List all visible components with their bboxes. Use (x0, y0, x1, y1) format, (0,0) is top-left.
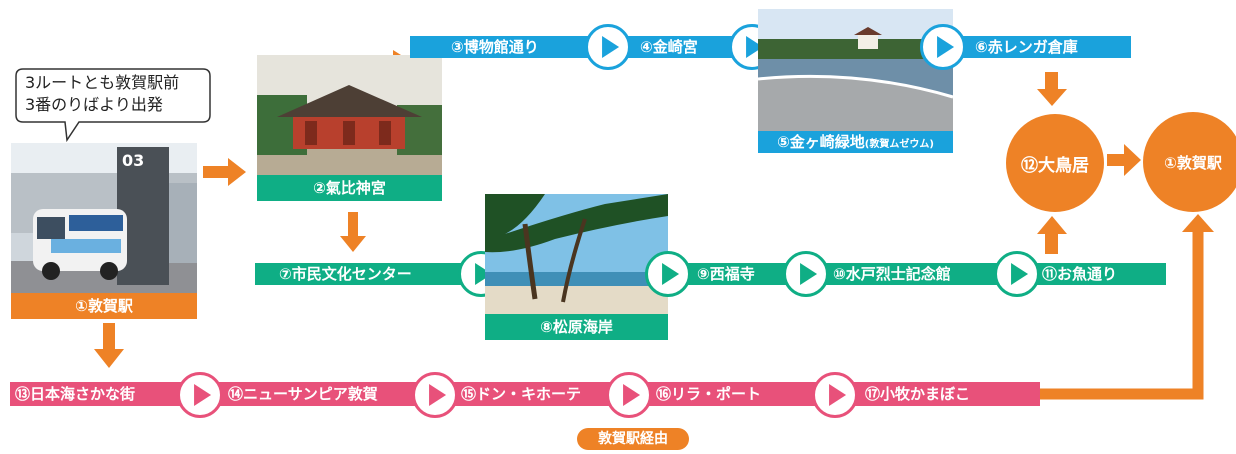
green-stop-saifukuji: ⑨西福寺 (697, 265, 755, 283)
blue-play-icon-3 (920, 24, 966, 70)
matsubara-label: ⑧松原海岸 (540, 318, 613, 336)
kanegasaki-photo (758, 9, 953, 131)
matsubara-label-box: ⑧松原海岸 (485, 314, 668, 340)
green-stop-bunka-center: ⑦市民文化センター (279, 265, 412, 283)
blue-play-icon-1 (585, 24, 631, 70)
platform-sign: 03 (122, 151, 145, 170)
pink-stop-komaki-kamaboko: ⑰小牧かまぼこ (865, 385, 971, 403)
arrow-otorii-to-end (1107, 144, 1141, 176)
kanegasaki-label-main: ⑤金ヶ崎緑地 (777, 133, 865, 151)
green-stop-mito-memorial: ⑩水戸烈士記念館 (833, 265, 951, 283)
green-play-icon-3 (783, 251, 829, 297)
otorii-circle: ⑫大鳥居 (1006, 114, 1104, 212)
green-play-icon-4 (994, 251, 1040, 297)
arrow-brick-to-otorii (1037, 72, 1067, 106)
via-tsuruga-badge: 敦賀駅経由 (577, 428, 689, 450)
arrow-pink-to-end (1040, 232, 1204, 400)
blue-stop-kanegasakigu: ④金崎宮 (640, 38, 698, 56)
start-label-box: ①敦賀駅 (11, 293, 197, 319)
kanegasaki-label-sub: (敦賀ムゼウム) (864, 139, 934, 150)
blue-stop-hakubutsukan: ③博物館通り (451, 38, 539, 56)
arrow-osakana-to-otorii (1037, 216, 1067, 254)
matsubara-photo (485, 194, 668, 314)
departure-note: 3ルートとも敦賀駅前 3番のりばより出発 (15, 68, 211, 143)
end-tsuruga-circle: ①敦賀駅 (1143, 112, 1236, 212)
green-play-icon-2 (645, 251, 691, 297)
pink-play-icon-2 (412, 372, 458, 418)
note-line-2: 3番のりばより出発 (25, 95, 163, 114)
pink-play-icon-1 (177, 372, 223, 418)
kehi-label: ②氣比神宮 (313, 179, 386, 197)
kanegasaki-label: ⑤金ヶ崎緑地(敦賀ムゼウム) (758, 131, 953, 156)
green-stop-osakana-dori: ⑪お魚通り (1042, 265, 1118, 283)
kehi-shrine-photo (257, 55, 442, 175)
arrow-start-to-kehi (203, 158, 246, 186)
arrow-kehi-to-green (340, 212, 366, 252)
pink-stop-lira-port: ⑯リラ・ポート (656, 385, 762, 403)
pink-play-icon-4 (812, 372, 858, 418)
pink-stop-sakanamachi: ⑬日本海さかな街 (15, 385, 136, 403)
blue-route-bar-2 (944, 36, 1131, 58)
via-tsuruga-label: 敦賀駅経由 (598, 431, 668, 447)
kanegasaki-label-box: ⑤金ヶ崎緑地(敦賀ムゼウム) (758, 131, 953, 153)
pink-play-icon-3 (606, 372, 652, 418)
blue-stop-akarenga: ⑥赤レンガ倉庫 (975, 38, 1078, 56)
tsuruga-station-photo: 03 (11, 143, 197, 293)
pink-stop-new-sunpia: ⑭ニューサンピア敦賀 (228, 385, 378, 403)
pink-stop-don-quijote: ⑮ドン・キホーテ (461, 385, 582, 403)
green-route-bar-1 (255, 263, 485, 285)
start-label: ①敦賀駅 (75, 297, 133, 315)
note-line-1: 3ルートとも敦賀駅前 (25, 73, 180, 92)
kehi-label-box: ②氣比神宮 (257, 175, 442, 201)
arrow-start-to-pink (94, 323, 124, 368)
